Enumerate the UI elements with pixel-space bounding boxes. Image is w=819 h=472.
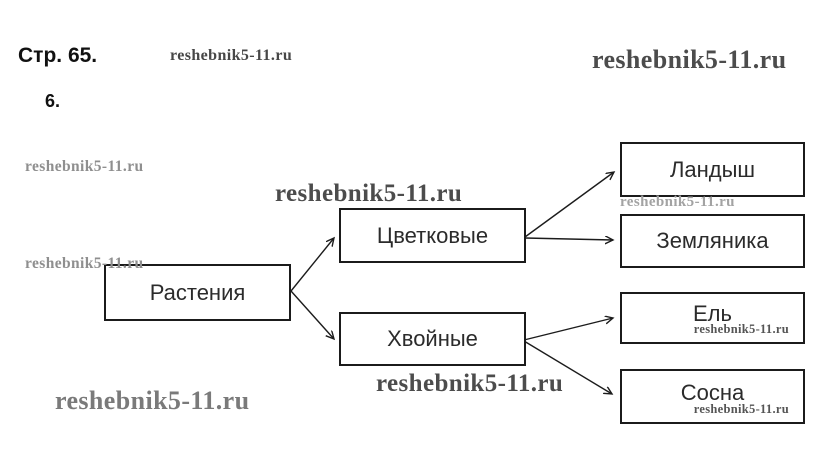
diagram-node-zemlyanika: Земляника [620,214,805,268]
diagram-node-el: Ель reshebnik5-11.ru [620,292,805,344]
watermark: reshebnik5-11.ru [25,255,144,272]
watermark: reshebnik5-11.ru [25,158,144,175]
watermark: reshebnik5-11.ru [275,180,463,207]
node-label: Ель [693,301,732,326]
diagram-node-hvoynye: Хвойные [339,312,526,366]
node-label: Ландыш [669,156,756,182]
diagram-node-sosna: Сосна reshebnik5-11.ru [620,369,805,424]
watermark: reshebnik5-11.ru [693,402,789,416]
edge-cvetkovye-zemlyanika [524,238,613,240]
watermark: reshebnik5-11.ru [170,47,293,64]
watermark: reshebnik5-11.ru [693,322,789,336]
watermark: reshebnik5-11.ru [55,386,250,415]
edge-hvoynye-el [523,318,613,341]
node-label: Растения [149,279,246,305]
node-label: Земляника [656,228,769,253]
edge-cvetkovye-landysh [524,172,614,238]
watermark: reshebnik5-11.ru [592,45,787,74]
watermark: reshebnik5-11.ru [620,194,735,210]
edge-rasteniya-hvoynye [290,290,334,339]
watermark: reshebnik5-11.ru [376,370,564,397]
diagram-node-cvetkovye: Цветковые [339,208,526,263]
node-label: Хвойные [387,326,478,351]
node-label: Цветковые [376,222,489,248]
node-label: Сосна [680,379,745,405]
edge-rasteniya-cvetkovye [290,238,334,292]
diagram-node-landysh: Ландыш [620,142,805,197]
diagram-node-rasteniya: Растения [104,264,291,321]
exercise-number: 6. [45,91,61,111]
page-number-label: Стр. 65. [18,44,98,67]
edge-hvoynye-sosna [523,340,612,394]
